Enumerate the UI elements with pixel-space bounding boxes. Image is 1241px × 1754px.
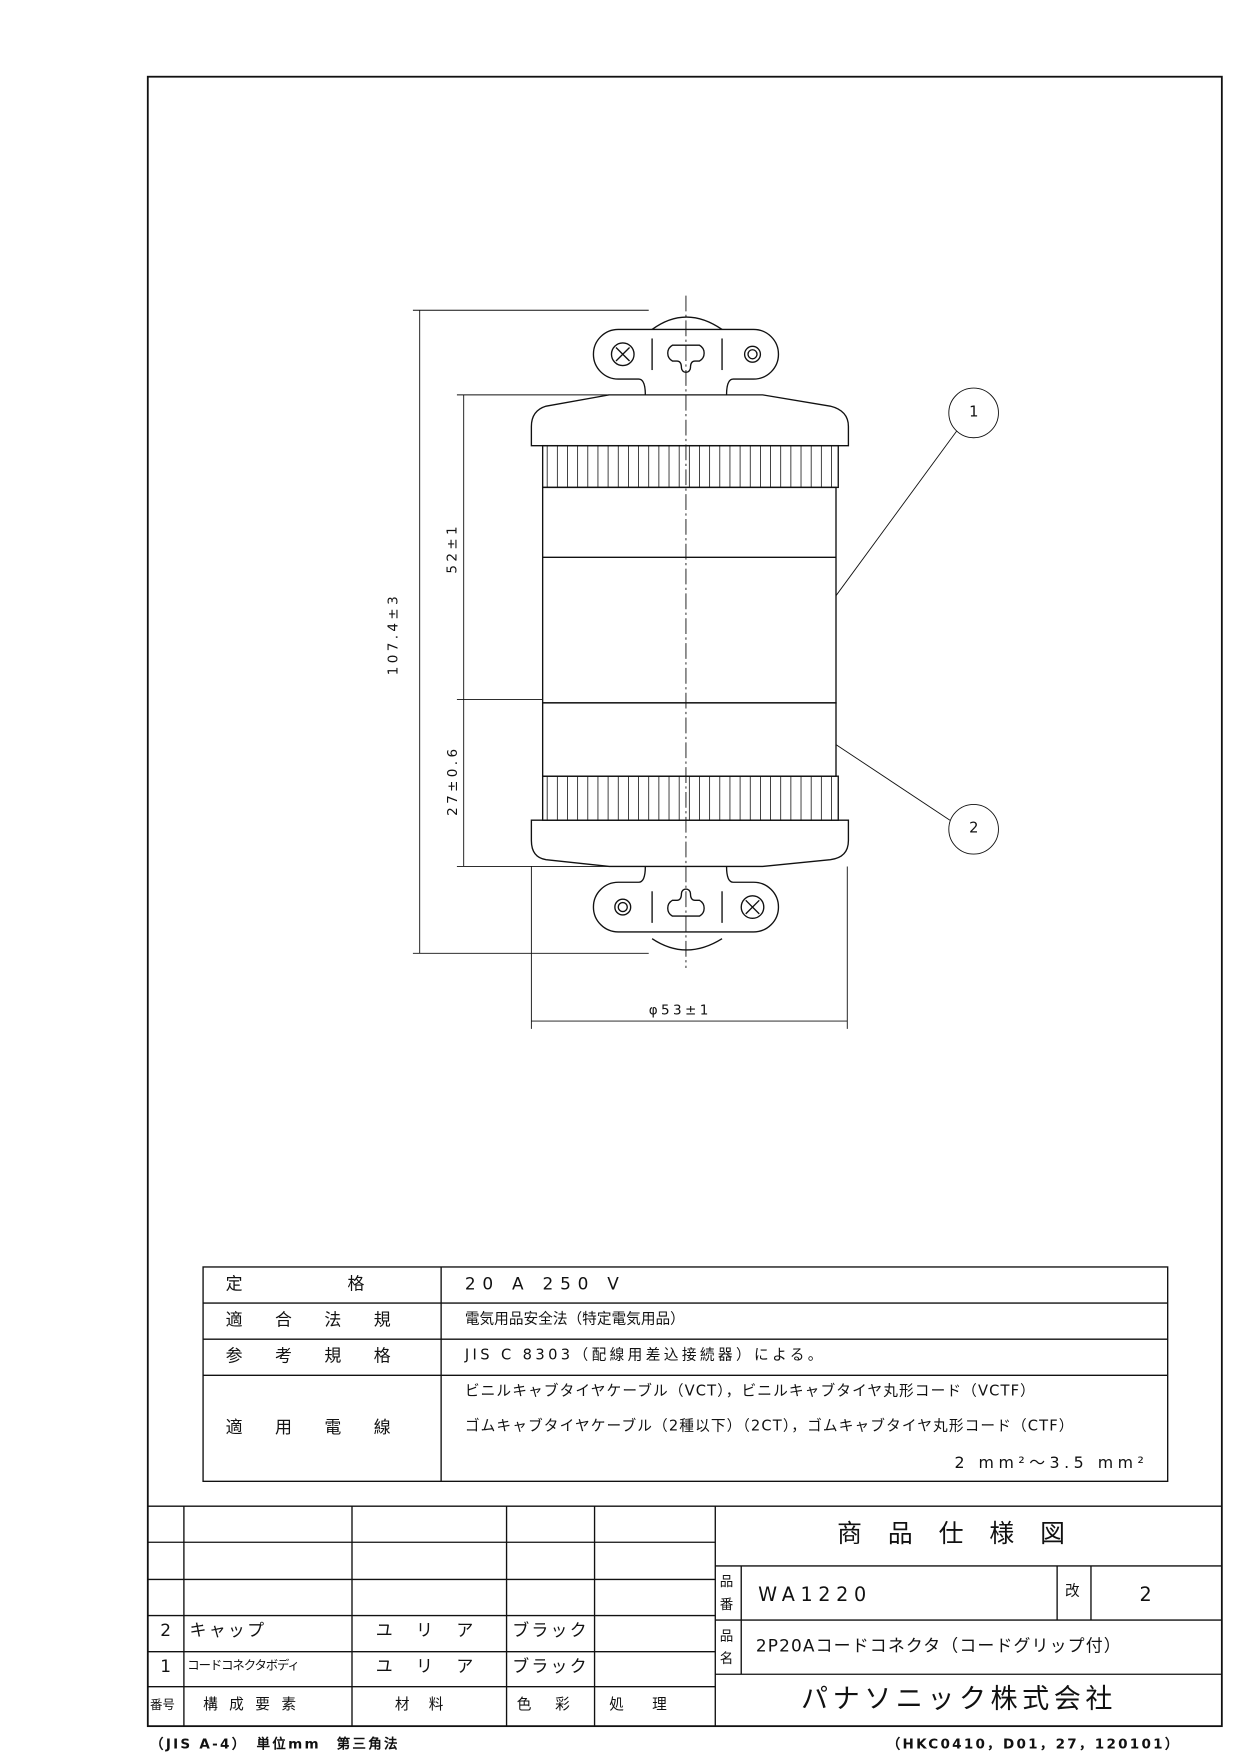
part-1-color: ブラック bbox=[512, 1656, 589, 1677]
header-material: 材 料 bbox=[394, 1696, 446, 1714]
connector-body bbox=[530, 394, 850, 868]
part-1-name: コードコネクタボディ bbox=[187, 1658, 300, 1674]
header-color: 色 彩 bbox=[516, 1696, 575, 1714]
balloon-1 bbox=[948, 387, 999, 439]
spec-wire-line-3: 2 mm²～3.5 mm² bbox=[954, 1454, 1149, 1473]
balloon-2 bbox=[948, 803, 999, 855]
footer-right: （HKC0410，D01，27，120101） bbox=[886, 1736, 1181, 1753]
part-no-value: WA1220 bbox=[758, 1583, 872, 1607]
product-name-label: 品名 bbox=[719, 1627, 734, 1667]
balloon-1-label: 1 bbox=[969, 403, 981, 421]
spec-value-standard: JIS C 8303（配線用差込接続器）による。 bbox=[464, 1347, 826, 1364]
dim-lower-length: 27±0.6 bbox=[444, 745, 461, 816]
part-no-label: 品番 bbox=[719, 1573, 734, 1613]
top-mounting-bracket bbox=[592, 316, 780, 395]
dimension-lines bbox=[412, 309, 999, 1029]
revision-label: 改 bbox=[1065, 1582, 1082, 1600]
footer-left: （JIS A-4） 単位mm 第三角法 bbox=[150, 1736, 400, 1753]
company-name: パナソニック株式会社 bbox=[801, 1683, 1117, 1715]
spec-value-rating: 20 A 250 V bbox=[464, 1273, 626, 1295]
part-1-material: ユ リ ア bbox=[375, 1656, 483, 1677]
spec-label-law: 適 合 法 規 bbox=[225, 1309, 405, 1331]
part-2-no: 2 bbox=[160, 1620, 174, 1641]
header-no: 番号 bbox=[150, 1697, 175, 1713]
spec-label-rating: 定 格 bbox=[225, 1273, 378, 1295]
spec-label-standard: 参 考 規 格 bbox=[225, 1345, 405, 1367]
header-finish: 処 理 bbox=[609, 1696, 674, 1714]
spec-wire-line-1: ビニルキャブタイヤケーブル（VCT），ビニルキャブタイヤ丸形コード（VCTF） bbox=[464, 1383, 1036, 1401]
spec-label-wire: 適 用 電 線 bbox=[225, 1417, 405, 1438]
title-block-lines bbox=[147, 1505, 1222, 1727]
spec-table-lines bbox=[202, 1266, 1169, 1483]
spec-wire-line-2: ゴムキャブタイヤケーブル（2種以下）（2CT），ゴムキャブタイヤ丸形コード（CT… bbox=[464, 1418, 1075, 1436]
product-name-value: 2P20Aコードコネクタ（コードグリップ付） bbox=[755, 1635, 1122, 1657]
part-2-color: ブラック bbox=[512, 1620, 589, 1641]
header-name: 構 成 要 素 bbox=[203, 1696, 300, 1714]
spec-value-law: 電気用品安全法（特定電気用品） bbox=[464, 1310, 685, 1328]
part-2-name: キャップ bbox=[189, 1620, 267, 1641]
dim-upper-length: 52±1 bbox=[443, 522, 460, 574]
balloon-2-label: 2 bbox=[969, 820, 981, 838]
revision-value: 2 bbox=[1139, 1583, 1154, 1607]
drawing-title: 商 品 仕 様 図 bbox=[837, 1520, 1075, 1550]
dim-overall-height: 107.4±3 bbox=[385, 592, 402, 676]
part-2-material: ユ リ ア bbox=[375, 1620, 483, 1641]
bottom-mounting-bracket bbox=[592, 866, 780, 951]
part-1-no: 1 bbox=[160, 1656, 174, 1677]
sheet-frame bbox=[146, 75, 1223, 1728]
dim-diameter: φ53±1 bbox=[648, 1001, 712, 1018]
